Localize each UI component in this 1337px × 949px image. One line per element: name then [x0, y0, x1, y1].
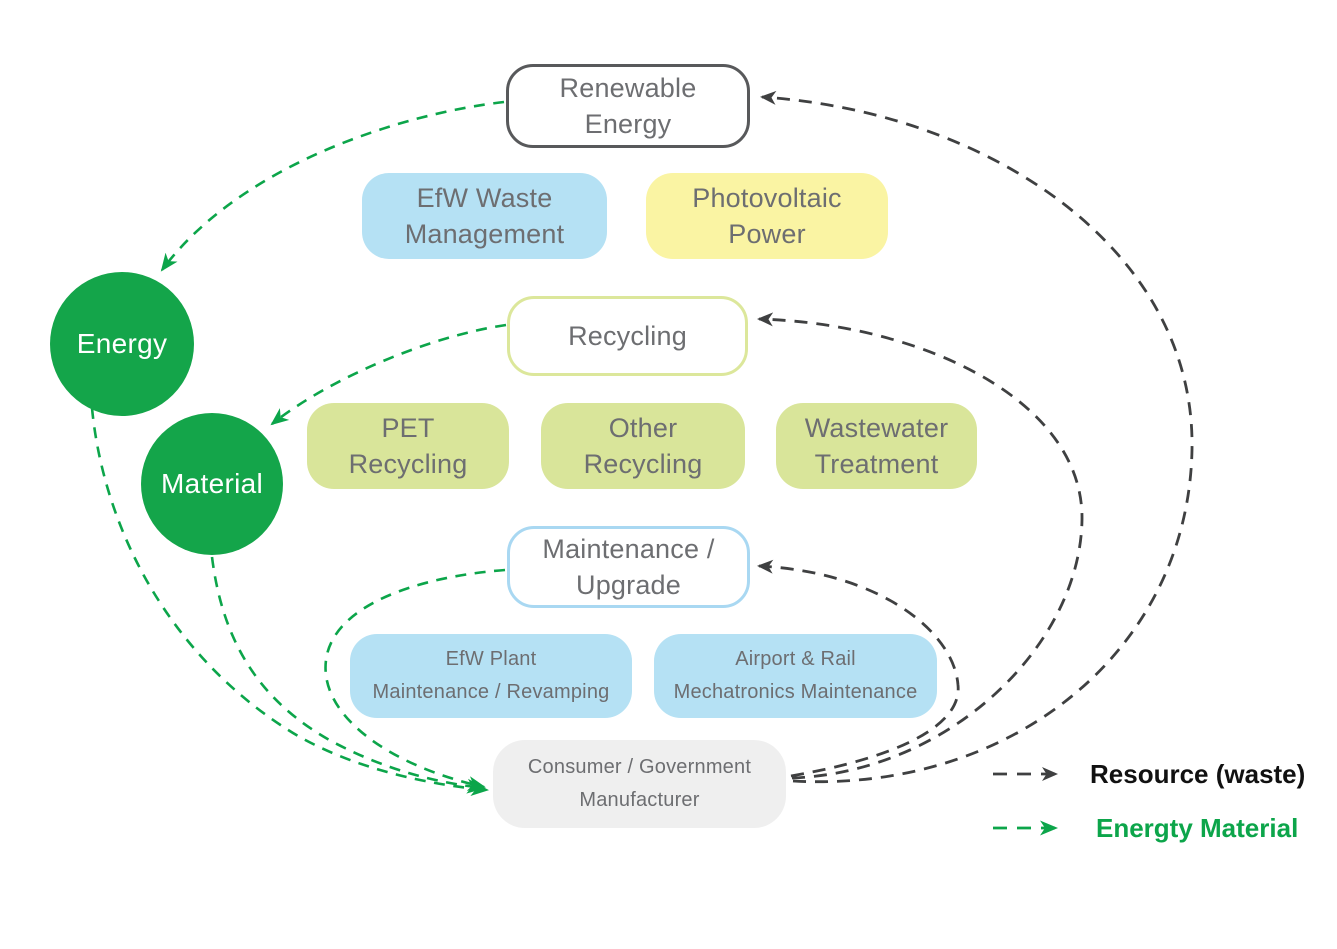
node-label-line: Management [404, 219, 565, 249]
node-label-line: EfW Waste [416, 183, 553, 213]
node-recycling: Recycling [507, 296, 748, 376]
node-maintenance-upgrade: Maintenance / Upgrade [507, 526, 750, 608]
node-label-line: Power [728, 219, 806, 249]
node-label-line: Energy [76, 328, 168, 359]
node-label-line: Recycling [348, 449, 468, 479]
node-label-line: Wastewater [804, 413, 949, 443]
node-label-line: Airport & Rail [735, 648, 856, 670]
node-label-line: Mechatronics Maintenance [673, 681, 918, 703]
node-label-line: Recycling [568, 321, 687, 351]
node-label-line: Manufacturer [579, 789, 700, 811]
node-material-circle: Material [141, 413, 283, 555]
node-label-line: Upgrade [576, 570, 681, 600]
legend-resource-label: Resource (waste) [1090, 759, 1306, 789]
node-efw-plant-maintenance: EfW Plant Maintenance / Revamping [350, 634, 632, 718]
node-label-line: Renewable [559, 73, 697, 103]
node-label-line: Energy [584, 109, 672, 139]
legend-energy-material-label: Energty Material [1096, 813, 1299, 843]
node-label-line: Maintenance / [542, 534, 715, 564]
node-label-line: PET [381, 413, 435, 443]
node-renewable-energy: Renewable Energy [506, 64, 750, 148]
node-label-line: Treatment [814, 449, 939, 479]
node-efw-waste-management: EfW Waste Management [362, 173, 607, 259]
node-label-line: Material [161, 468, 263, 499]
node-photovoltaic-power: Photovoltaic Power [646, 173, 888, 259]
node-pet-recycling: PET Recycling [307, 403, 509, 489]
node-label-line: Recycling [583, 449, 703, 479]
node-label-line: Other [608, 413, 678, 443]
node-label-line: Photovoltaic [692, 183, 842, 213]
node-consumer-government-manufacturer: Consumer / Government Manufacturer [493, 740, 786, 828]
node-wastewater-treatment: Wastewater Treatment [776, 403, 977, 489]
node-energy-circle: Energy [50, 272, 194, 416]
node-label-line: Consumer / Government [527, 756, 752, 778]
node-label-line: Maintenance / Revamping [372, 681, 610, 703]
node-label-line: EfW Plant [445, 648, 537, 670]
node-other-recycling: Other Recycling [541, 403, 745, 489]
node-airport-rail-maintenance: Airport & Rail Mechatronics Maintenance [654, 634, 937, 718]
